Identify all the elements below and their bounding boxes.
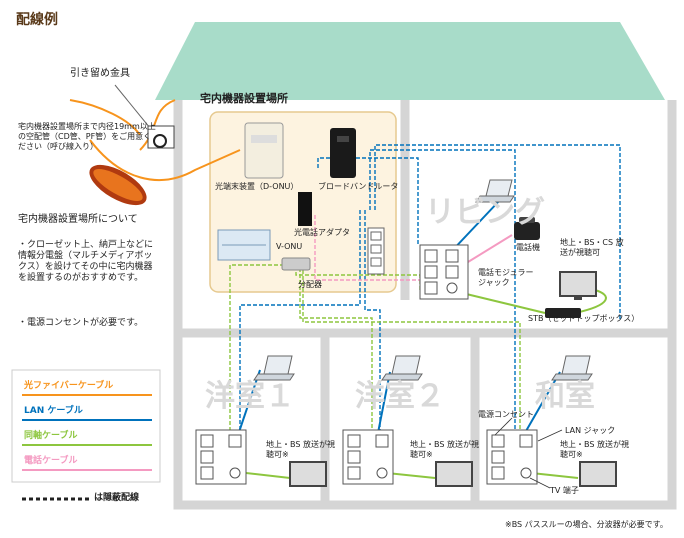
page-title: 配線例 <box>16 12 58 28</box>
room1-equipment <box>195 355 327 487</box>
legend-swatches <box>22 394 152 501</box>
splitter-device <box>281 257 311 271</box>
tv-living-label: 地上・BS・CS 放送が視聴可 <box>560 238 624 257</box>
splitter-label: 分配器 <box>298 280 322 289</box>
about-bullet-1: ・クローゼット上、納戸上などに情報分電盤（マルチメディアボックス）を設けてその中… <box>18 240 154 283</box>
phone-device <box>514 217 540 240</box>
legend-coax: 同軸ケーブル <box>24 431 78 441</box>
legend-fiber: 光ファイバーケーブル <box>24 381 114 391</box>
room2-equipment <box>342 355 473 487</box>
living-outlet-panel <box>419 244 469 300</box>
about-bullet-2: ・電源コンセントが必要です。 <box>18 318 144 328</box>
legend-lan: LAN ケーブル <box>24 406 83 416</box>
lan-jack-label: LAN ジャック <box>565 426 616 435</box>
room-label-room2: 洋室２ <box>355 379 445 414</box>
living-laptop <box>475 179 515 203</box>
onu-device <box>244 122 284 179</box>
outlet-pointers <box>494 417 563 489</box>
legend-hidden: は隠蔽配線 <box>94 493 140 503</box>
install-area-title: 宅内機器設置場所 <box>200 92 288 105</box>
conduit-pipe <box>89 164 147 206</box>
room-label-washitsu: 和室 <box>535 379 595 414</box>
tv-washitsu-label: 地上・BS 放送が視聴可※ <box>560 440 629 459</box>
tv-room1-label: 地上・BS 放送が視聴可※ <box>266 440 335 459</box>
legend-box <box>11 369 161 483</box>
modular-jack-label: 電話モジュラージャック <box>478 268 534 287</box>
vonu-label: V-ONU <box>276 242 303 251</box>
power-outlet-label: 電源コンセント <box>478 410 534 419</box>
phone-adapter-label: 光電話アダプタ <box>294 228 350 237</box>
conduit-note: 宅内機器設置場所まで内径19mm以上の空配管（CD管、PF管）をご用意ください（… <box>18 122 156 151</box>
router-label: ブロードバンドルータ <box>318 182 399 191</box>
legend-phone: 電話ケーブル <box>24 456 78 466</box>
roof <box>155 22 665 100</box>
living-tv <box>559 271 597 300</box>
hook-fixture <box>147 125 175 149</box>
room-label-living: リビング <box>425 195 545 230</box>
tv-terminal-label: TV 端子 <box>550 486 579 495</box>
stb-label: STB（セットトップボックス） <box>528 314 640 323</box>
fixture-label: 引き留め金具 <box>70 68 130 79</box>
phone-label: 電話機 <box>516 243 540 252</box>
washitsu-equipment <box>486 355 617 487</box>
area-outlet-panel <box>367 227 385 275</box>
stb-device <box>545 308 581 318</box>
room-label-room1: 洋室１ <box>205 379 295 414</box>
vonu-device <box>217 229 271 261</box>
tv-room2-label: 地上・BS 放送が視聴可※ <box>410 440 479 459</box>
footnote: ※BS パススルーの場合、分波器が必要です。 <box>505 520 668 529</box>
fixture-pointer <box>114 84 151 129</box>
router-device <box>330 128 356 178</box>
phone-adapter-device <box>298 192 312 226</box>
onu-label: 光端末装置（D-ONU） <box>215 182 299 191</box>
about-heading: 宅内機器設置場所について <box>18 214 138 225</box>
